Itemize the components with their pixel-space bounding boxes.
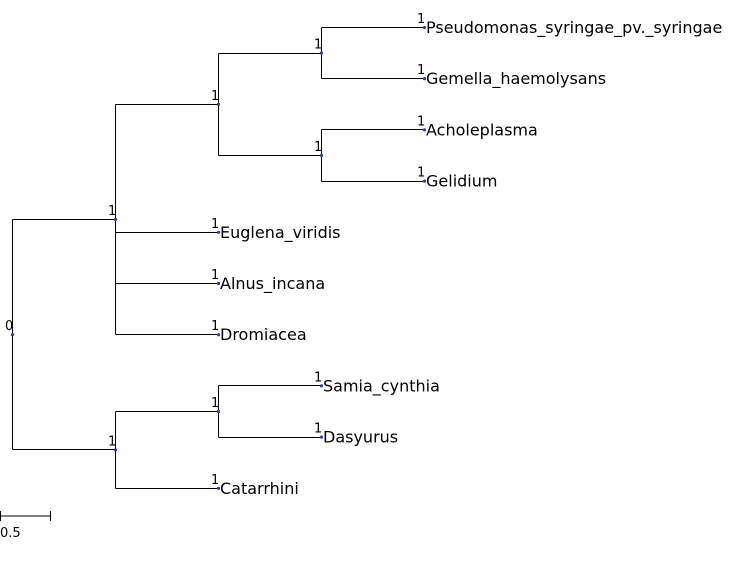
taxon-label: Dromiacea: [220, 325, 307, 344]
support-value: 1: [211, 319, 219, 334]
taxon-label: Pseudomonas_syringae_pv._syringae: [426, 18, 722, 38]
leaf-node-dot: [422, 179, 427, 183]
tree-nodes: [10, 25, 427, 490]
internal-node-dot: [113, 217, 118, 222]
support-value: 1: [314, 370, 322, 385]
support-value: 1: [314, 422, 322, 437]
support-value: 1: [211, 396, 219, 411]
leaf-node-dot: [216, 230, 221, 234]
support-value: 1: [211, 268, 219, 283]
taxon-label: Alnus_incana: [220, 274, 325, 294]
root-label: 0: [5, 319, 13, 334]
support-value: 1: [108, 434, 116, 449]
support-value: 1: [417, 114, 425, 129]
leaf-node-dot: [422, 25, 427, 30]
support-value: 1: [417, 63, 425, 78]
support-value: 1: [417, 12, 425, 27]
support-value: 1: [211, 473, 219, 488]
internal-node-dot: [10, 333, 15, 337]
support-value: 1: [314, 38, 322, 53]
leaf-node-dot: [319, 384, 324, 388]
support-value: 1: [314, 140, 322, 155]
leaf-node-dot: [216, 486, 221, 490]
taxon-label: Acholeplasma: [426, 120, 538, 139]
support-value: 1: [211, 217, 219, 232]
taxon-label: Euglena_viridis: [220, 223, 341, 243]
internal-node-dot: [113, 448, 118, 452]
support-value: 1: [108, 204, 116, 219]
taxon-label: Gelidium: [426, 172, 497, 191]
support-value: 1: [417, 166, 425, 181]
taxon-label: Samia_cynthia: [323, 376, 440, 396]
internal-node-dot: [216, 102, 221, 106]
taxon-label: Gemella_haemolysans: [426, 69, 606, 89]
leaf-node-dot: [216, 281, 221, 286]
leaf-node-dot: [216, 333, 221, 337]
support-value: 1: [211, 89, 219, 104]
leaf-node-dot: [319, 435, 324, 439]
internal-node-dot: [319, 153, 324, 158]
internal-node-dot: [216, 409, 221, 414]
leaf-node-dot: [422, 77, 427, 81]
scale-bar-label: 0.5: [0, 526, 21, 541]
leaf-node-dot: [422, 128, 427, 132]
taxon-label: Catarrhini: [220, 479, 299, 498]
taxon-label: Dasyurus: [323, 428, 398, 447]
internal-node-dot: [319, 51, 324, 55]
scale-bar: 0.5: [0, 511, 51, 541]
